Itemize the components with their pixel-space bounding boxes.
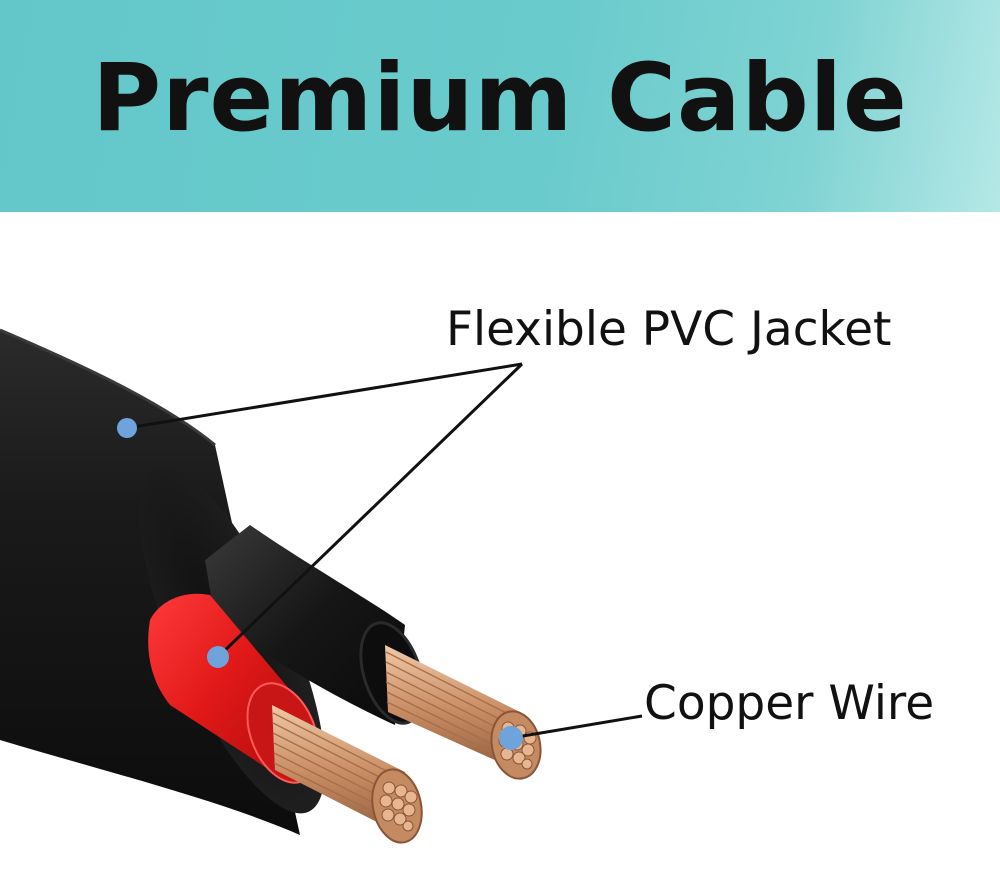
title-banner: Premium Cable xyxy=(0,0,1000,212)
callout-leader-lines xyxy=(126,362,643,740)
copper-strands-black xyxy=(385,645,542,780)
copper-marker-dot xyxy=(499,726,523,750)
copper-leader-line xyxy=(510,714,643,740)
copper-strands-red xyxy=(272,705,423,844)
red-insulation-marker-dot xyxy=(207,646,229,668)
jacket-leader-line-inner xyxy=(216,362,524,659)
callout-markers xyxy=(117,418,523,750)
jacket-marker-dot xyxy=(117,418,137,438)
jacket-leader-line-outer xyxy=(126,362,523,430)
jacket-label: Flexible PVC Jacket xyxy=(446,302,892,357)
copper-wire-label: Copper Wire xyxy=(644,676,935,731)
page-title: Premium Cable xyxy=(92,44,908,153)
